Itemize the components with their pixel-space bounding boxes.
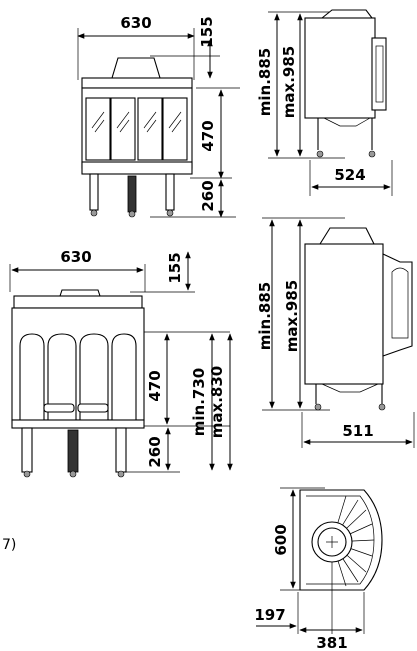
top-side-min-label: min.885 (256, 48, 274, 116)
bottom-side-max-label: max.985 (283, 280, 301, 352)
side-body (304, 17, 376, 119)
door-arch-4 (111, 333, 137, 421)
door-panel-2 (110, 97, 136, 161)
top-front-width-label: 630 (120, 14, 151, 32)
top-front-260-label: 260 (199, 180, 217, 211)
top-front-view: 630 155 470 260 (77, 14, 240, 218)
flue-collar (111, 57, 161, 79)
bottom-front-max-label: max.830 (208, 366, 226, 438)
door-panel-4 (162, 97, 188, 161)
plan-view: 600 197 381 (254, 487, 383, 651)
bottom-front-260-label: 260 (146, 436, 164, 467)
top-front-155-label: 155 (198, 16, 216, 47)
side-door-2 (382, 253, 413, 357)
top-side-depth-label: 524 (334, 166, 365, 184)
top-side-max-label: max.985 (280, 46, 298, 118)
bottom-side-min-label: min.885 (256, 282, 274, 350)
door-panel-3 (137, 97, 163, 161)
leg-center-2 (67, 429, 79, 473)
plan-offset-label: 197 (254, 606, 285, 624)
top-side-view: min.885 max.985 524 (256, 9, 393, 196)
side-flue-2 (319, 227, 375, 245)
bottom-front-470-label: 470 (146, 370, 164, 401)
plan-depth-label: 600 (272, 524, 290, 555)
bottom-front-min-label: min.730 (190, 368, 208, 436)
leg-left (89, 173, 99, 211)
side-body-2 (304, 243, 384, 385)
bottom-front-155-label: 155 (166, 252, 184, 283)
stove-top-plate-2 (13, 295, 143, 309)
bottom-side-view: min.885 max.985 511 (256, 217, 415, 448)
bottom-side-depth-label: 511 (342, 422, 373, 440)
leg-right (165, 173, 175, 211)
ash-drawer (81, 161, 193, 175)
stove-top-plate (81, 77, 193, 89)
side-door-front (371, 37, 387, 111)
top-front-470-label: 470 (199, 120, 217, 151)
margin-note: 7) (2, 537, 16, 553)
door-arch-3 (79, 333, 109, 421)
door-arch-1 (19, 333, 45, 421)
door-panel-1 (85, 97, 111, 161)
bottom-front-width-label: 630 (60, 248, 91, 266)
bottom-front-view: 630 155 470 min.730 max.830 260 (9, 248, 233, 478)
side-flue (320, 9, 374, 19)
leg-center (127, 175, 137, 213)
leg-left-2 (21, 427, 33, 473)
door-arch-2 (47, 333, 77, 421)
leg-right-2 (115, 427, 127, 473)
plan-center-label: 381 (316, 634, 347, 651)
